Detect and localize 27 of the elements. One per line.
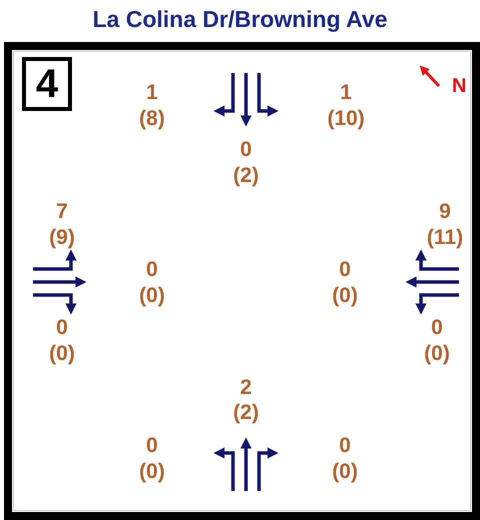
traffic-volume: 0 <box>339 434 351 458</box>
traffic-volume: (0) <box>49 342 75 366</box>
intersection-number-box: 4 <box>22 57 72 111</box>
traffic-volume: (0) <box>332 460 358 484</box>
traffic-volume: 1 <box>146 81 158 105</box>
traffic-volume: 0 <box>339 258 351 282</box>
traffic-volume: 0 <box>240 138 252 162</box>
diagram-title: La Colina Dr/Browning Ave <box>92 6 388 33</box>
traffic-volume: 0 <box>431 316 443 340</box>
traffic-volume: (0) <box>139 284 165 308</box>
traffic-volume: (2) <box>233 164 259 188</box>
traffic-volume: (2) <box>233 401 259 425</box>
traffic-volume: 0 <box>56 316 68 340</box>
traffic-volume: (0) <box>139 460 165 484</box>
traffic-volume: 7 <box>56 200 68 224</box>
traffic-volume: 1 <box>340 81 352 105</box>
traffic-volume: (8) <box>139 107 165 131</box>
north-label: N <box>452 75 466 97</box>
traffic-volume: (0) <box>424 342 450 366</box>
traffic-volume: 0 <box>146 434 158 458</box>
traffic-volume: 2 <box>240 376 252 400</box>
traffic-volume: (9) <box>49 226 75 250</box>
traffic-volume: (0) <box>332 284 358 308</box>
traffic-volume: (10) <box>327 107 365 131</box>
traffic-volume: (11) <box>426 226 464 250</box>
traffic-volume: 9 <box>439 200 451 224</box>
traffic-volume: 0 <box>146 258 158 282</box>
